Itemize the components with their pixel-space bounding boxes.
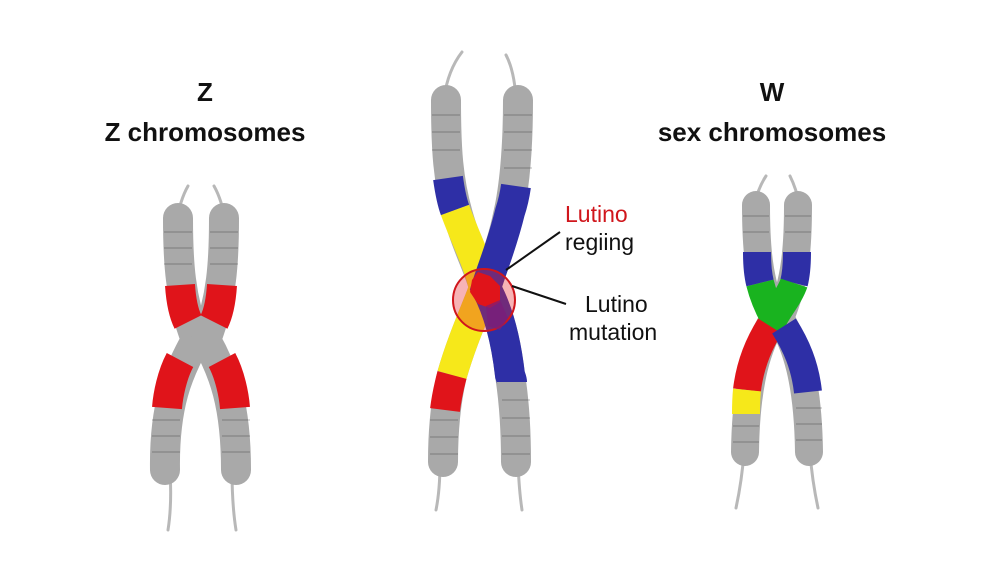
w-blue-band-lower-right [772, 318, 822, 394]
overlap-shade [486, 300, 508, 330]
center-blue-band-left [433, 175, 470, 216]
z-ridges [152, 231, 250, 453]
w-green-band [746, 277, 808, 348]
w-heading: W [759, 77, 785, 107]
z-subheading: Z chromosomes [104, 117, 306, 147]
lutino-mutation-site [470, 272, 500, 308]
w-red-band [733, 318, 782, 392]
z-right-arm [189, 203, 251, 485]
mutation-callout-line [511, 285, 567, 305]
w-ridges [733, 215, 822, 443]
center-ridges [430, 114, 532, 455]
w-blue-band-upper-right [780, 251, 811, 287]
w-blue-band-upper-left [743, 251, 774, 287]
center-red-band [430, 371, 467, 412]
z-red-band-lower-left [152, 352, 194, 410]
lutino-region-word: regiing [565, 229, 635, 255]
lutino-mutation-word: mutation [569, 319, 658, 345]
lutino-region-name: Lutino [565, 201, 628, 227]
z-red-band-lower-right [208, 352, 250, 410]
w-yellow-band [732, 388, 761, 415]
region-callout-line [505, 231, 561, 271]
z-chromosome [149, 184, 251, 532]
z-red-band-upper-right [200, 283, 237, 329]
w-chromosome [731, 174, 823, 510]
w-subheading: sex chromosomes [657, 117, 887, 147]
center-chromosome [428, 50, 567, 512]
z-heading: Z [197, 77, 213, 107]
lutino-mutation-name: Lutino [585, 291, 648, 317]
z-red-band-upper-left [165, 283, 202, 329]
